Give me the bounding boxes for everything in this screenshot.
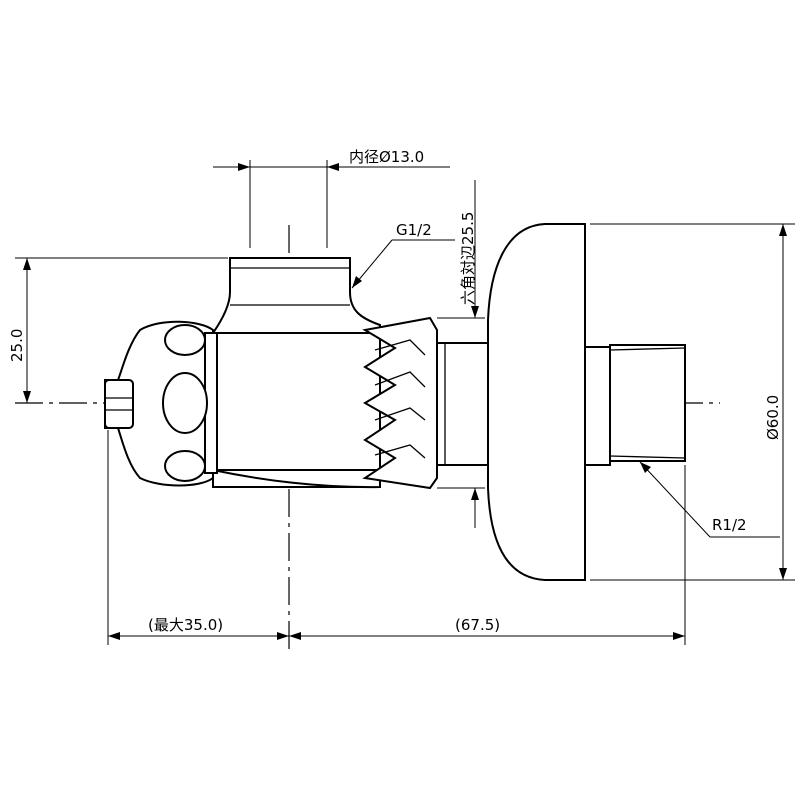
leader-g-thread: G1/2	[351, 221, 455, 289]
handle-knob	[104, 320, 218, 487]
inner-diameter-label: 内径Ø13.0	[349, 148, 424, 166]
height-label: 25.0	[8, 329, 26, 362]
dimension-hex-across-flats: 六角対辺25.5	[437, 180, 485, 528]
hex-across-flats-label: 六角対辺25.5	[459, 212, 477, 305]
wall-flange	[487, 223, 586, 581]
threaded-connector	[584, 344, 686, 466]
dimension-height: 25.0	[8, 257, 228, 403]
valve-body	[211, 257, 381, 489]
connecting-shaft	[436, 342, 493, 466]
flange-diameter-label: Ø60.0	[764, 395, 782, 440]
g-thread-label: G1/2	[396, 221, 432, 239]
max-width-label: (最大35.0)	[148, 616, 223, 634]
dimension-flange-diameter: Ø60.0	[590, 223, 795, 581]
leader-r-thread: R1/2	[639, 461, 780, 538]
r-thread-label: R1/2	[712, 516, 747, 534]
length-label: (67.5)	[455, 616, 500, 634]
dimension-inner-diameter: 内径Ø13.0	[213, 148, 450, 248]
dimension-bottom: (最大35.0) (67.5)	[107, 430, 686, 645]
